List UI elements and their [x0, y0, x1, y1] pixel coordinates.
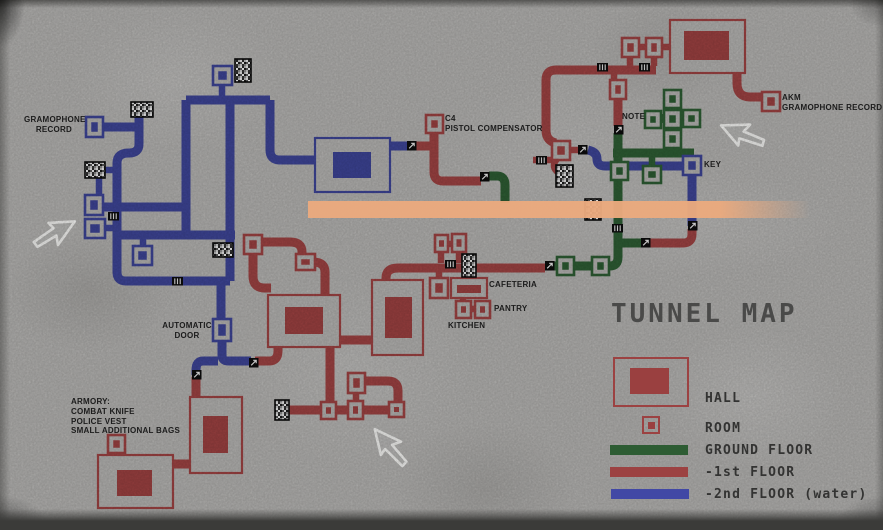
page-title: TUNNEL MAP [611, 299, 798, 329]
collapsed-tunnel-highlight [308, 201, 810, 218]
